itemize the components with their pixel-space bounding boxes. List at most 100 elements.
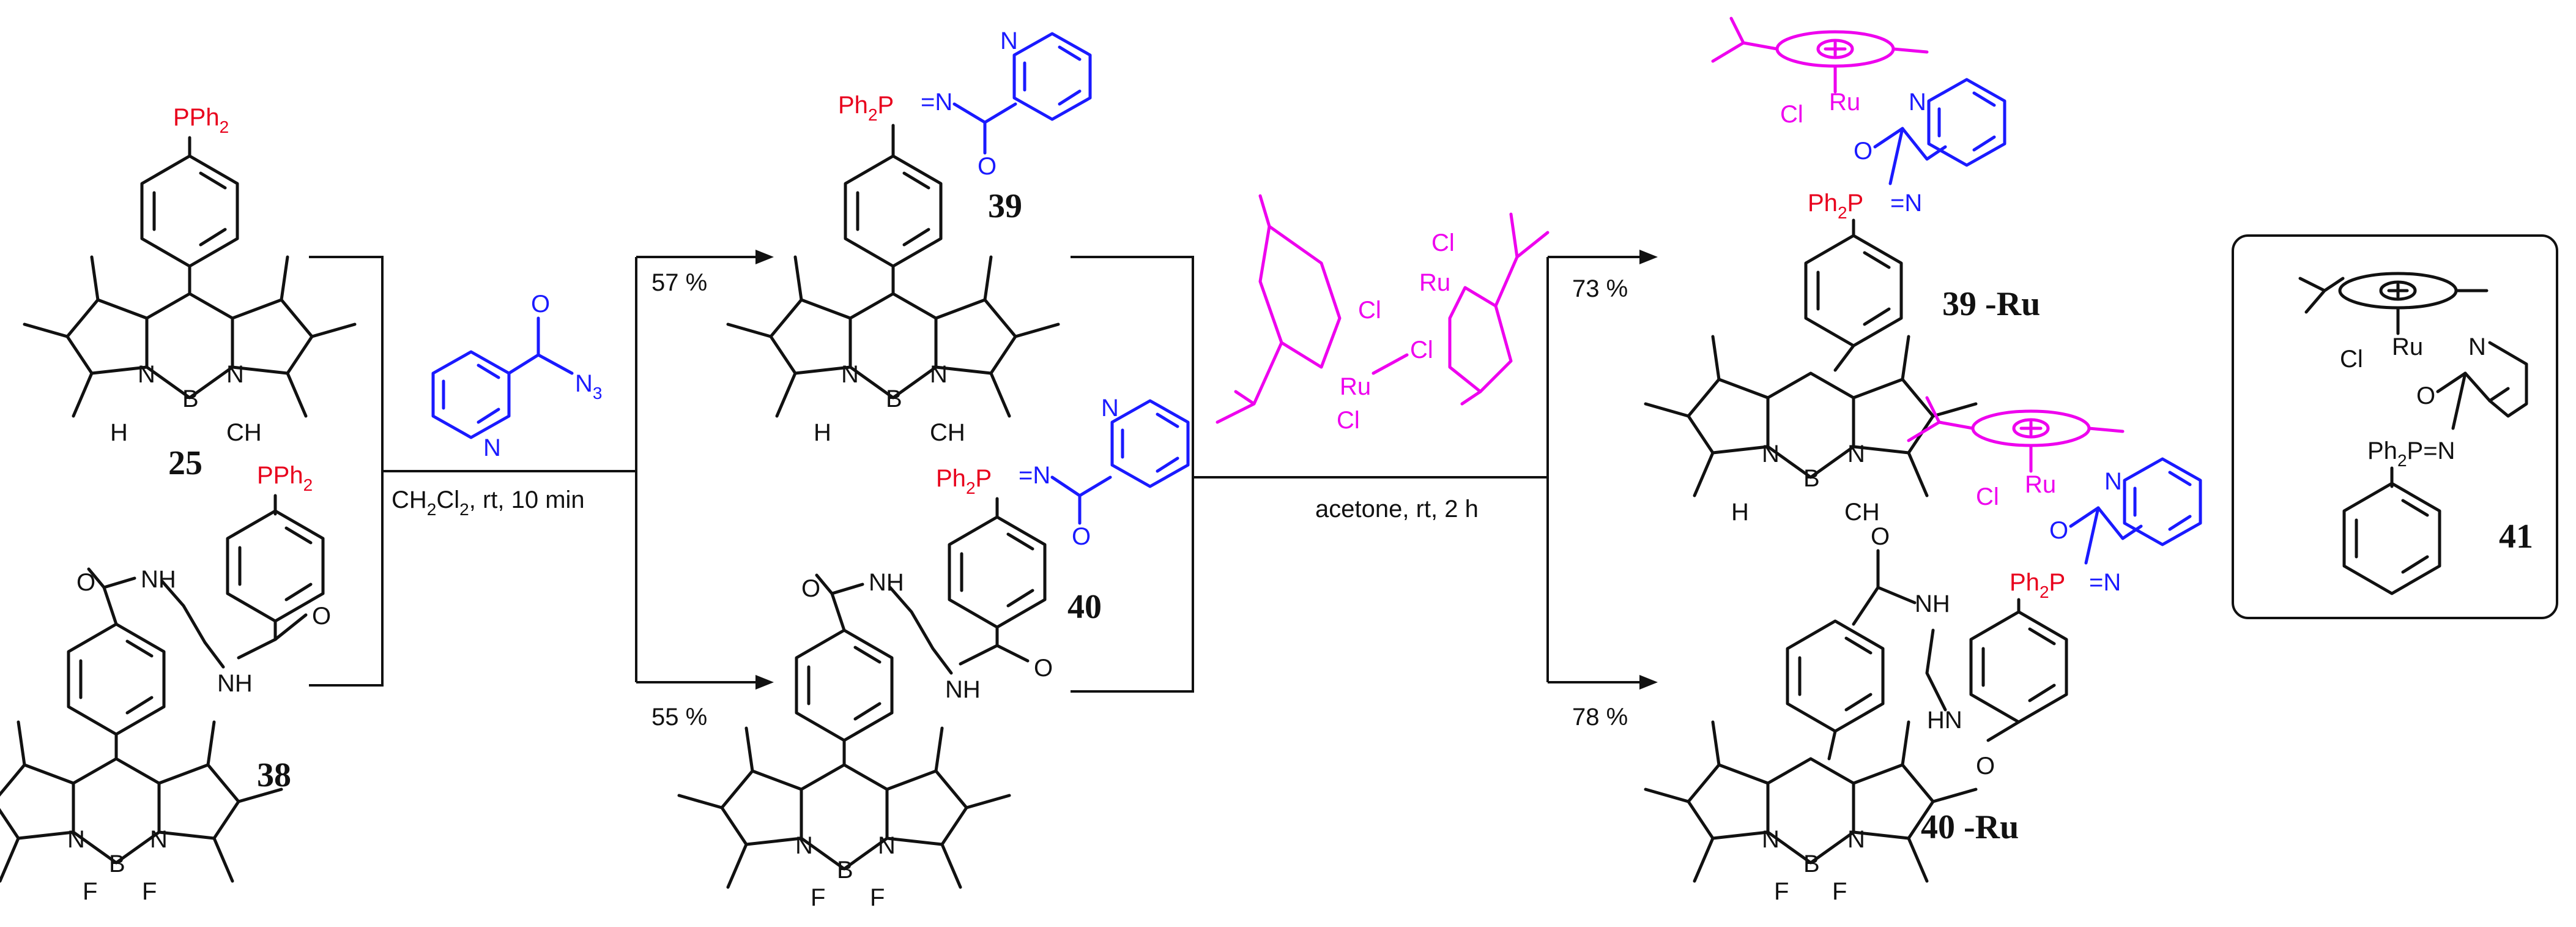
svg-text:O: O [1034, 655, 1053, 682]
svg-text:N: N [2104, 468, 2122, 495]
svg-text:Ru: Ru [1419, 269, 1450, 296]
svg-text:O: O [1976, 753, 1995, 780]
compound-40-ru: Ru Cl N O Ph2P =N HN NH O N N B F F O 40… [1646, 398, 2200, 905]
svg-text:CH: CH [1844, 499, 1880, 526]
svg-text:N: N [841, 361, 859, 388]
svg-text:N: N [1762, 441, 1780, 467]
yield-39: 57 % [651, 269, 707, 296]
compound-label-40: 40 [1067, 588, 1102, 626]
svg-text:CH: CH [930, 419, 965, 446]
svg-text:B: B [837, 857, 853, 884]
svg-text:N: N [1101, 395, 1119, 422]
svg-text:N: N [138, 361, 155, 388]
svg-text:HN: HN [1927, 707, 1962, 734]
yield-40-ru: 78 % [1572, 704, 1628, 731]
svg-text:N: N [483, 434, 501, 461]
compound-label-38: 38 [257, 756, 291, 794]
svg-text:O: O [312, 603, 331, 630]
compound-41-box: Ru Cl N O Ph2P=N 41 [2232, 234, 2558, 619]
svg-text:N: N [67, 826, 85, 853]
svg-text:N: N [2468, 333, 2486, 360]
pph2-label-25: PPh2 [173, 104, 229, 136]
svg-text:Ph2P: Ph2P [2010, 569, 2065, 601]
compound-40: Ph2P =N O N NH NH O N N B F F O 40 [679, 395, 1188, 911]
svg-text:NH: NH [217, 670, 253, 697]
svg-text:N3: N3 [575, 370, 602, 403]
svg-text:NH: NH [141, 566, 176, 593]
svg-text:O: O [2049, 517, 2068, 544]
svg-text:H: H [1731, 499, 1749, 526]
svg-text:=N: =N [921, 89, 952, 116]
compound-25: PPh2 N N B H CH 25 [24, 104, 355, 482]
svg-text:O: O [1072, 523, 1091, 550]
svg-text:B: B [1803, 465, 1820, 492]
svg-text:Cl: Cl [1337, 407, 1360, 434]
svg-text:N: N [1762, 826, 1780, 853]
svg-text:Cl: Cl [1431, 229, 1455, 256]
svg-text:B: B [1803, 851, 1820, 877]
svg-text:=N: =N [2089, 569, 2121, 596]
svg-text:N: N [1000, 28, 1018, 54]
svg-text:=N: =N [1890, 190, 1922, 217]
svg-text:Ru: Ru [1829, 89, 1860, 116]
compound-label-40-ru: 40 -Ru [1921, 808, 2019, 846]
svg-text:Ph2P: Ph2P [936, 465, 992, 497]
svg-text:Ru: Ru [2025, 471, 2056, 498]
compound-label-39: 39 [988, 187, 1022, 225]
svg-text:B: B [109, 851, 125, 877]
compound-label-39-ru: 39 -Ru [1942, 285, 2040, 323]
svg-text:Cl: Cl [1976, 483, 1999, 510]
svg-text:F: F [1774, 878, 1789, 905]
svg-text:Cl: Cl [1410, 337, 1433, 363]
svg-text:Ph2P: Ph2P [1808, 190, 1863, 222]
condition-step2: acetone, rt, 2 h [1315, 496, 1479, 523]
compound-39-ru: Ru Cl N O Ph2P =N N N B H CH 39 -Ru [1646, 18, 2040, 526]
svg-text:O: O [801, 575, 820, 602]
svg-text:N: N [1909, 89, 1926, 116]
condition-step1: CH2Cl2, rt, 10 min [392, 486, 585, 519]
bracket-middle [1071, 256, 1194, 693]
svg-text:Cl: Cl [1358, 297, 1381, 324]
svg-text:O: O [1854, 138, 1873, 165]
svg-text:H: H [814, 419, 831, 446]
svg-text:CH: CH [226, 419, 262, 446]
compound-38: PPh2 NH NH O N N B F F O 38 [0, 462, 331, 905]
svg-text:Ru: Ru [2392, 333, 2423, 360]
pph2-label-38: PPh2 [257, 462, 313, 494]
svg-text:N: N [150, 826, 168, 853]
svg-text:N: N [930, 361, 948, 388]
svg-text:NH: NH [1915, 590, 1950, 617]
svg-text:F: F [811, 884, 825, 911]
svg-text:F: F [870, 884, 885, 911]
svg-text:N: N [878, 832, 896, 859]
svg-text:H: H [110, 419, 128, 446]
svg-text:F: F [142, 878, 157, 905]
svg-text:O: O [76, 569, 95, 596]
svg-text:NH: NH [869, 569, 904, 596]
svg-text:B: B [182, 385, 199, 412]
svg-text:O: O [978, 153, 997, 180]
svg-text:Ru: Ru [1340, 373, 1371, 400]
svg-text:Ph2P=N: Ph2P=N [2367, 437, 2455, 470]
svg-text:=N: =N [1019, 462, 1050, 489]
svg-text:NH: NH [945, 676, 981, 703]
yield-39-ru: 73 % [1572, 275, 1628, 302]
svg-text:F: F [1832, 878, 1847, 905]
svg-text:N: N [226, 361, 244, 388]
svg-text:O: O [2416, 382, 2435, 409]
compound-label-41: 41 [2499, 518, 2533, 556]
svg-text:Cl: Cl [2340, 346, 2363, 373]
reagent-picolinoyl-azide: N O N3 [433, 291, 602, 461]
svg-text:B: B [886, 385, 902, 412]
svg-text:F: F [83, 878, 97, 905]
compound-39: Ph2P =N O N N N B H CH 39 [728, 28, 1090, 446]
yield-40: 55 % [651, 704, 707, 731]
svg-text:N: N [1847, 441, 1865, 467]
svg-text:O: O [531, 291, 550, 318]
compound-label-25: 25 [168, 444, 202, 482]
svg-text:O: O [1871, 523, 1890, 550]
svg-text:Cl: Cl [1780, 101, 1803, 128]
reagent-ru-dimer: Ru Cl Cl Cl Ru Cl [1216, 194, 1550, 434]
svg-text:N: N [795, 832, 813, 859]
